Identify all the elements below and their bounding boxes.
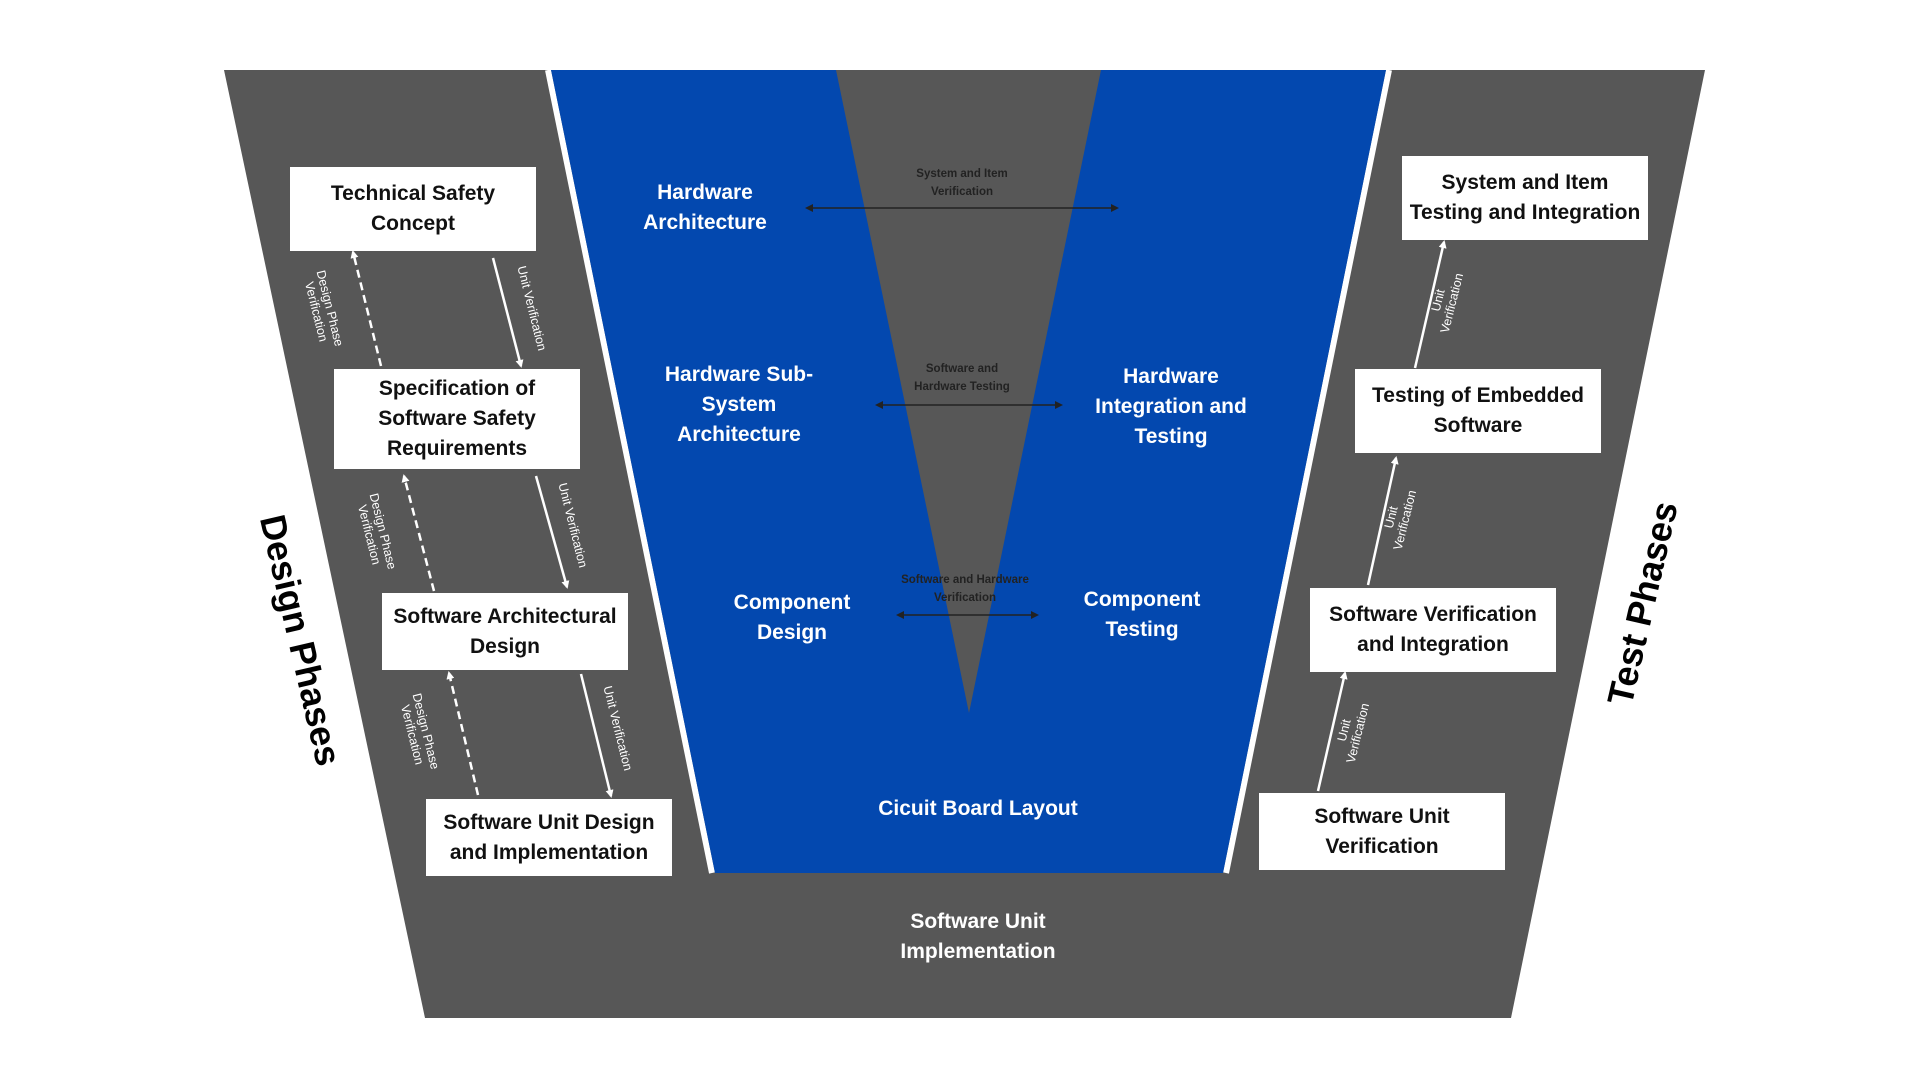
cross-link-label-3: Software and Hardware Verification	[901, 574, 1029, 604]
test-box-software-verification-integration: Software Verification and Integration	[1310, 588, 1556, 672]
design-box-technical-safety-concept: Technical Safety Concept	[290, 167, 536, 251]
test-box-system-item-testing: System and Item Testing and Integration	[1402, 156, 1648, 240]
cross-link-label-1: System and Item Verification	[916, 168, 1008, 198]
label-hardware-integration-testing: Hardware Integration and Testing	[1095, 365, 1247, 448]
design-box-software-safety-requirements: Specification of Software Safety Require…	[334, 369, 580, 469]
test-box-software-unit-verification: Software Unit Verification	[1259, 793, 1505, 870]
label-hardware-subsystem-architecture: Hardware Sub-System Architecture	[664, 363, 814, 446]
design-box-software-architectural-design: Software Architectural Design	[382, 593, 628, 670]
unit-arrow-right-3	[1316, 671, 1348, 792]
label-component-design: Component Design	[733, 591, 851, 644]
separator-left	[545, 69, 715, 874]
unit-arrow-left-3	[579, 673, 614, 798]
unit-arrow-right-1	[1413, 240, 1447, 369]
unit-arrow-right-2	[1366, 456, 1399, 586]
label-circuit-board-layout: Cicuit Board Layout	[878, 797, 1078, 820]
unit-arrow-left-1	[491, 257, 524, 368]
design-box-software-unit-design: Software Unit Design and Implementation	[426, 799, 672, 876]
label-component-testing: Component Testing	[1083, 588, 1201, 641]
design-arrow-left-2	[401, 474, 436, 592]
separator-right	[1223, 69, 1392, 874]
blue-v-band	[551, 70, 1386, 873]
design-arrow-left-1	[350, 250, 383, 367]
unit-arrow-left-2	[534, 475, 570, 589]
label-software-unit-implementation: Software Unit Implementation	[900, 910, 1056, 963]
design-arrow-left-3	[446, 671, 480, 796]
test-box-embedded-software: Testing of Embedded Software	[1355, 369, 1601, 453]
cross-link-label-2: Software and Hardware Testing	[914, 363, 1010, 393]
label-hardware-architecture: Hardware Architecture	[643, 181, 767, 234]
